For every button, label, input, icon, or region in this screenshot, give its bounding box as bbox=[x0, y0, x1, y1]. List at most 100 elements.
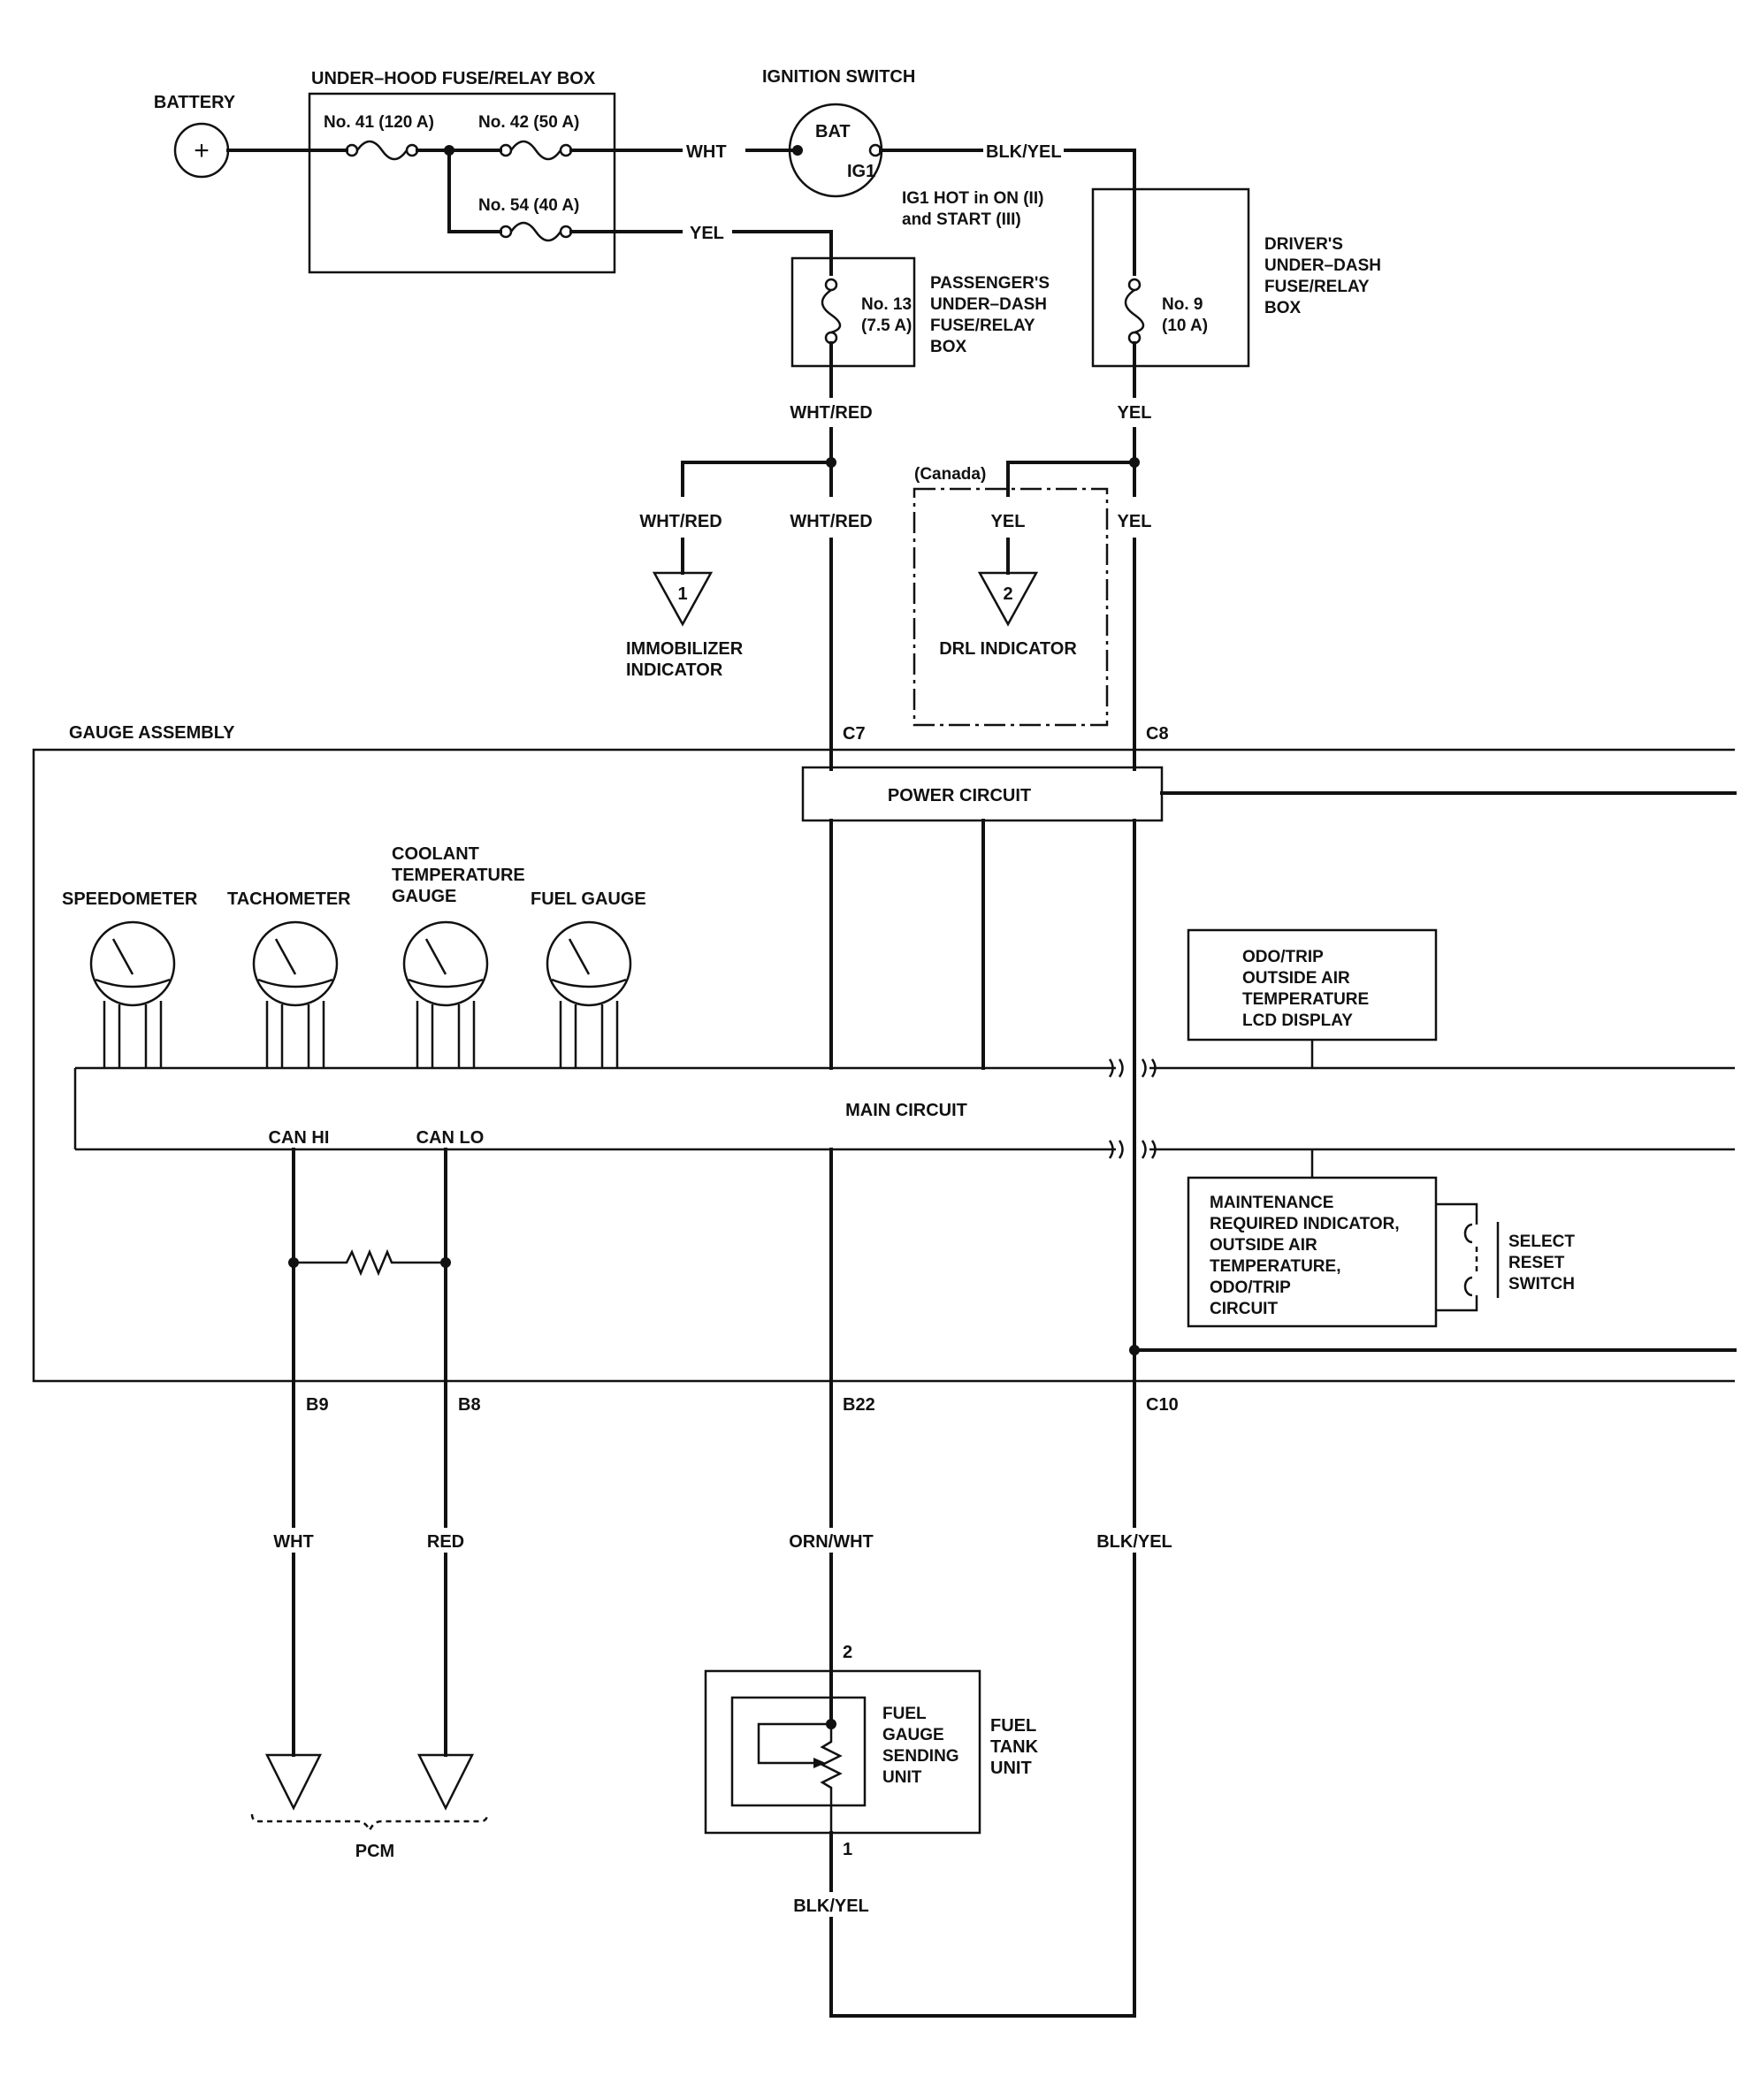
driver-box-line1: DRIVER'S bbox=[1264, 235, 1343, 254]
wire-blk-yel-label-ground: BLK/YEL bbox=[793, 1896, 869, 1916]
power-circuit-label: POWER CIRCUIT bbox=[888, 786, 1031, 805]
fuse-13-rating: (7.5 A) bbox=[861, 317, 912, 335]
wire-blk-yel-label-c10: BLK/YEL bbox=[1096, 1532, 1172, 1552]
fuse-42-symbol bbox=[499, 140, 573, 161]
driver-fuse-box bbox=[1091, 187, 1250, 368]
underhood-fuse-box bbox=[308, 92, 616, 274]
ignition-bat-terminal: BAT bbox=[815, 122, 851, 141]
sending-unit-line2: GAUGE bbox=[882, 1726, 944, 1744]
wire-yel-label-drl: YEL bbox=[991, 512, 1026, 531]
passenger-box-line3: FUSE/RELAY bbox=[930, 317, 1035, 335]
fuse-13-label: No. 13 bbox=[861, 295, 912, 314]
driver-box-line4: BOX bbox=[1264, 299, 1302, 317]
passenger-box-line2: UNDER–DASH bbox=[930, 295, 1047, 314]
main-circuit-label: MAIN CIRCUIT bbox=[845, 1101, 967, 1120]
fuel-gauge-sending-unit-box bbox=[730, 1696, 867, 1807]
passenger-box-line1: PASSENGER'S bbox=[930, 274, 1050, 293]
immobilizer-label-line2: INDICATOR bbox=[626, 660, 723, 680]
gauge-assembly-box bbox=[32, 748, 1735, 1383]
fuel-tank-unit-line3: UNIT bbox=[990, 1759, 1032, 1778]
can-lo-label: CAN LO bbox=[416, 1128, 485, 1148]
fuel-sender-wiper-arm bbox=[757, 1722, 831, 1765]
ignition-ig1-terminal: IG1 bbox=[847, 162, 875, 181]
odo-box-line1: ODO/TRIP bbox=[1242, 948, 1324, 966]
ignition-switch-title: IGNITION SWITCH bbox=[762, 67, 915, 87]
wire-yel-label-top: YEL bbox=[690, 224, 724, 243]
wire-orn-wht-label: ORN/WHT bbox=[789, 1532, 874, 1552]
ignition-switch bbox=[788, 103, 883, 198]
wire-red-label-b8: RED bbox=[427, 1532, 464, 1552]
odo-box-line4: LCD DISPLAY bbox=[1242, 1011, 1353, 1030]
fuel-sender-variable-resistor bbox=[820, 1724, 843, 1833]
sending-unit-line1: FUEL bbox=[882, 1705, 927, 1723]
ignition-note-line1: IG1 HOT in ON (II) bbox=[902, 189, 1043, 208]
fuel-tank-unit-box bbox=[704, 1669, 981, 1835]
fuel-gauge-label: FUEL GAUGE bbox=[531, 889, 646, 909]
ignition-note-line2: and START (III) bbox=[902, 210, 1021, 229]
main-circuit-bar bbox=[73, 1058, 1735, 1159]
driver-box-line2: UNDER–DASH bbox=[1264, 256, 1381, 275]
can-terminating-resistor bbox=[294, 1248, 446, 1277]
sending-unit-line3: SENDING bbox=[882, 1747, 959, 1766]
pcm-can-hi-connector-triangle bbox=[264, 1753, 323, 1811]
battery-label: BATTERY bbox=[154, 93, 236, 112]
canada-note: (Canada) bbox=[914, 465, 986, 484]
connector-c10: C10 bbox=[1146, 1395, 1179, 1415]
fuse-13-symbol bbox=[821, 278, 842, 345]
maint-box-line4: TEMPERATURE, bbox=[1210, 1257, 1340, 1276]
speedometer-symbol bbox=[89, 920, 176, 1068]
maintenance-indicator-circuit-box bbox=[1187, 1176, 1438, 1328]
select-reset-switch-symbol bbox=[1436, 1202, 1500, 1312]
tachometer-symbol bbox=[252, 920, 339, 1068]
battery: + bbox=[173, 122, 230, 179]
underhood-box-title: UNDER–HOOD FUSE/RELAY BOX bbox=[311, 69, 596, 88]
wire-yel-label-2: YEL bbox=[1118, 512, 1152, 531]
immobilizer-label-line1: IMMOBILIZER bbox=[626, 639, 744, 659]
passenger-fuse-box bbox=[790, 256, 916, 368]
fuel-sender-pin-2: 2 bbox=[843, 1643, 852, 1662]
fuse-41-label: No. 41 (120 A) bbox=[324, 113, 434, 132]
pcm-brace bbox=[250, 1813, 489, 1833]
maint-box-line5: ODO/TRIP bbox=[1210, 1278, 1291, 1297]
select-switch-line1: SELECT bbox=[1508, 1232, 1575, 1251]
wire-wht-label-b9: WHT bbox=[273, 1532, 314, 1552]
drl-ref-number: 2 bbox=[1003, 584, 1012, 604]
odo-box-line2: OUTSIDE AIR bbox=[1242, 969, 1350, 988]
fuse-9-label: No. 9 bbox=[1162, 295, 1203, 314]
fuel-gauge-symbol bbox=[546, 920, 632, 1068]
maint-box-line3: OUTSIDE AIR bbox=[1210, 1236, 1317, 1255]
maint-box-line2: REQUIRED INDICATOR, bbox=[1210, 1215, 1400, 1233]
wire-blk-yel-label-top: BLK/YEL bbox=[986, 142, 1062, 162]
wire-wht-red-label-2: WHT/RED bbox=[639, 512, 722, 531]
wire-yel-label-1: YEL bbox=[1118, 403, 1152, 423]
sending-unit-line4: UNIT bbox=[882, 1768, 922, 1787]
connector-b22: B22 bbox=[843, 1395, 875, 1415]
wire-wht-label: WHT bbox=[686, 142, 727, 162]
immobilizer-connector-triangle bbox=[652, 571, 714, 627]
driver-box-line3: FUSE/RELAY bbox=[1264, 278, 1370, 296]
select-switch-line2: RESET bbox=[1508, 1254, 1565, 1272]
coolant-label-line2: TEMPERATURE bbox=[392, 866, 525, 885]
fuse-9-symbol bbox=[1124, 278, 1145, 345]
fuse-42-label: No. 42 (50 A) bbox=[478, 113, 579, 132]
drl-indicator-label: DRL INDICATOR bbox=[939, 639, 1077, 659]
wire-wht-red-label-3: WHT/RED bbox=[790, 512, 872, 531]
canada-option-box bbox=[913, 487, 1109, 727]
fuel-tank-unit-line1: FUEL bbox=[990, 1716, 1036, 1736]
odo-box-line3: TEMPERATURE bbox=[1242, 990, 1369, 1009]
maint-box-line1: MAINTENANCE bbox=[1210, 1194, 1333, 1212]
gauge-assembly-title: GAUGE ASSEMBLY bbox=[69, 723, 235, 743]
wire-wht-red-label-1: WHT/RED bbox=[790, 403, 872, 423]
select-switch-line3: SWITCH bbox=[1508, 1275, 1575, 1294]
can-hi-label: CAN HI bbox=[269, 1128, 330, 1148]
coolant-label-line1: COOLANT bbox=[392, 844, 479, 864]
maint-box-line6: CIRCUIT bbox=[1210, 1300, 1278, 1318]
speedometer-label: SPEEDOMETER bbox=[62, 889, 198, 909]
pcm-label: PCM bbox=[355, 1842, 394, 1861]
coolant-temperature-gauge-symbol bbox=[402, 920, 489, 1068]
connector-c8: C8 bbox=[1146, 724, 1169, 744]
fuse-9-rating: (10 A) bbox=[1162, 317, 1208, 335]
fuse-54-label: No. 54 (40 A) bbox=[478, 196, 579, 215]
battery-plus-symbol: + bbox=[194, 136, 210, 165]
